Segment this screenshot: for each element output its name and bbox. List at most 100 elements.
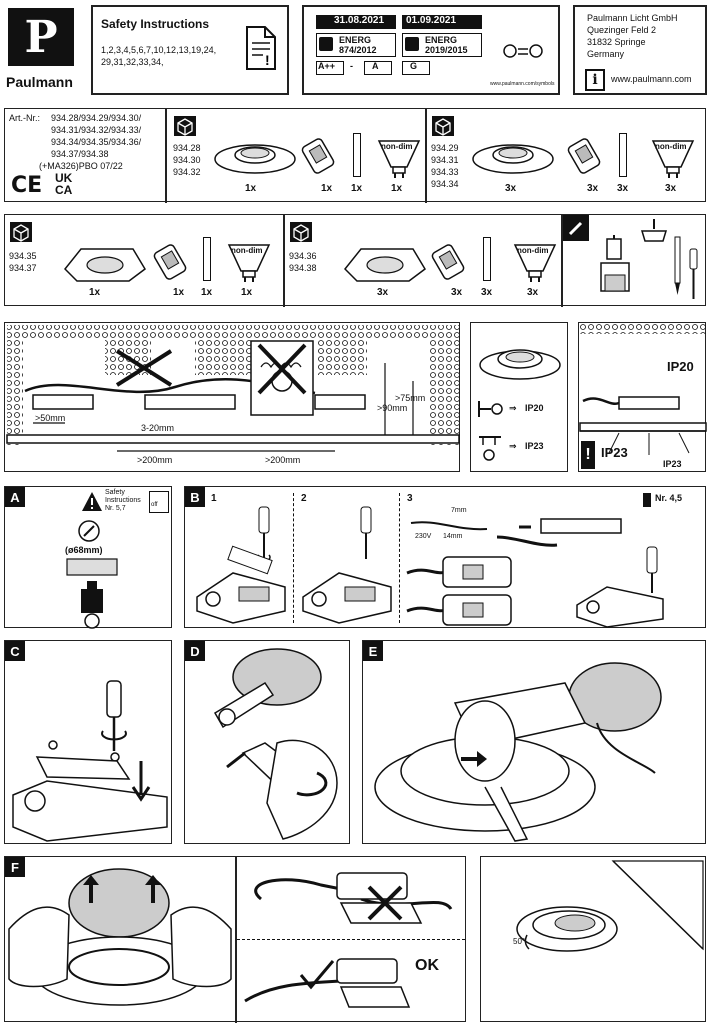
article-row-1: Art.-Nr.: 934.28/934.29/934.30/ 934.31/9… (4, 108, 706, 203)
drill-icon (600, 235, 630, 292)
article-line-2: 934.31/934.32/934.33/ (51, 125, 142, 135)
article-label: Art.-Nr.: (9, 113, 40, 123)
company-country: Germany (587, 49, 625, 59)
kit4-model-1: 934.36 (289, 251, 317, 261)
ip20-label: IP20 (525, 403, 544, 413)
kit2-qty-rod: 3x (617, 183, 629, 194)
kit2-qty-bulb: 3x (665, 183, 677, 194)
dim-90mm: >90mm (377, 403, 408, 413)
warning-badge (643, 493, 651, 507)
energy-class-box-2 (364, 61, 392, 75)
step-f-label: F (5, 857, 25, 877)
eu-flag-icon (319, 37, 333, 51)
driver-icon (431, 244, 465, 280)
energy-class-box-1 (316, 61, 344, 75)
energy-link[interactable]: www.paulmann.com/symbols (490, 81, 555, 87)
article-row-2: 934.35 934.37 1x 1x 1x non-dim 1x 934.36… (4, 214, 706, 307)
kit1-qty-ring: 1x (245, 183, 257, 194)
step-b-sub-3: 3 (407, 493, 413, 504)
step-a-safety: Safety (105, 489, 125, 496)
gu10-bulb-icon (377, 140, 421, 178)
step-b-sub-2: 2 (301, 493, 307, 504)
wire-strip-14mm: 14mm (443, 533, 463, 540)
energy-label-text-2: ENERG (425, 35, 458, 45)
ip-install-panel: IP20 ! IP23 IP23 (578, 322, 707, 472)
kit1-qty-bulb: 1x (391, 183, 403, 194)
company-name: Paulmann Licht GmbH (587, 13, 678, 23)
driver-icon (567, 138, 601, 174)
energy-date-1: 31.08.2021 (334, 15, 385, 26)
square-downlight-icon (343, 248, 426, 282)
divider (425, 109, 427, 203)
kit4-non-dim-badge: non-dim (517, 246, 549, 255)
ip-arrow: ⇒ (509, 403, 517, 413)
energy-date-2: 01.09.2021 (406, 15, 457, 26)
screwdriver-icon (689, 248, 698, 299)
kit3-model-1: 934.35 (9, 251, 37, 261)
ip20-label-large: IP20 (667, 359, 694, 374)
energy-label-2: ENERG 2019/2015 (402, 33, 482, 57)
kit2-model-4: 934.34 (431, 179, 459, 189)
step-d-panel: D (184, 640, 350, 844)
company-box: Paulmann Licht GmbH Quezinger Feld 2 318… (573, 5, 707, 95)
company-street: Quezinger Feld 2 (587, 25, 657, 35)
dim-50mm: >50mm (35, 413, 66, 423)
box-icon (432, 116, 454, 136)
driver-icon (153, 244, 187, 280)
article-line-1: 934.28/934.29/934.30/ (51, 113, 142, 123)
company-city: 31832 Springe (587, 37, 646, 47)
dim-75mm: >75mm (395, 393, 426, 403)
downlight-ring-icon (214, 144, 296, 174)
company-web[interactable]: www.paulmann.com (611, 74, 692, 84)
kit4-model-2: 934.38 (289, 263, 317, 273)
pencil-icon (674, 236, 681, 295)
step-a-instructions: Instructions (105, 497, 141, 504)
downlight-ring-icon (479, 349, 561, 380)
warning-triangle-icon (82, 492, 102, 511)
spring-rod-icon (353, 133, 361, 177)
kit1-non-dim-badge: non-dim (381, 142, 413, 151)
gu10-bulb-icon (651, 140, 695, 178)
voltage-230v: 230V (415, 533, 432, 540)
wire-strip-7mm: 7mm (451, 507, 467, 514)
svg-text:!: ! (265, 52, 270, 68)
article-line-5: (+MA326)PBO 07/22 (39, 161, 123, 171)
kit1-model-3: 934.32 (173, 167, 201, 177)
ceiling-cross-section (6, 325, 460, 452)
ukca-mark-bottom: CA (55, 183, 73, 197)
kit3-qty-ring: 1x (89, 287, 101, 298)
kit1-model-2: 934.30 (173, 155, 201, 165)
energy-date-arrow-1 (316, 15, 396, 29)
kit2-model-1: 934.29 (431, 143, 459, 153)
ok-label: OK (415, 957, 439, 974)
energy-class-box-3 (402, 61, 430, 75)
kit3-qty-driver: 1x (173, 287, 185, 298)
tilted-downlight-illustration (516, 860, 704, 952)
ceiling-strip (579, 324, 707, 455)
spring-rod-icon (483, 237, 491, 281)
dim-3-20mm: 3-20mm (141, 423, 175, 433)
step-b-label: B (185, 487, 205, 507)
driver-closing-illustration (12, 680, 168, 842)
downlight-assembly-illustration (374, 662, 662, 842)
gu10-bulb-icon (513, 244, 557, 282)
step-a-label: A (5, 487, 25, 507)
kit2-non-dim-badge: non-dim (655, 142, 687, 151)
kit1-qty-rod: 1x (351, 183, 363, 194)
hole-saw-icon (640, 219, 668, 242)
downlight-ring-icon (472, 144, 554, 174)
gu10-bulb-icon (227, 244, 271, 282)
tilt-panel: 50° (480, 856, 706, 1022)
energy-label-text-1: ENERG (339, 35, 372, 45)
box-icon (10, 222, 32, 242)
safety-title: Safety Instructions (101, 17, 210, 31)
wire-wrong-illustration (254, 872, 453, 924)
energy-class-2: G (410, 61, 418, 71)
ceiling-diagram: >50mm 3-20mm >200mm >200mm >75mm >90mm (4, 322, 460, 472)
energy-class-dash: - (350, 61, 353, 71)
step-a-off: off (151, 502, 158, 508)
kit2-model-2: 934.31 (431, 155, 459, 165)
energy-reg-2: 2019/2015 (425, 45, 468, 55)
eu-flag-icon-2 (405, 37, 419, 51)
box-icon (290, 222, 312, 242)
